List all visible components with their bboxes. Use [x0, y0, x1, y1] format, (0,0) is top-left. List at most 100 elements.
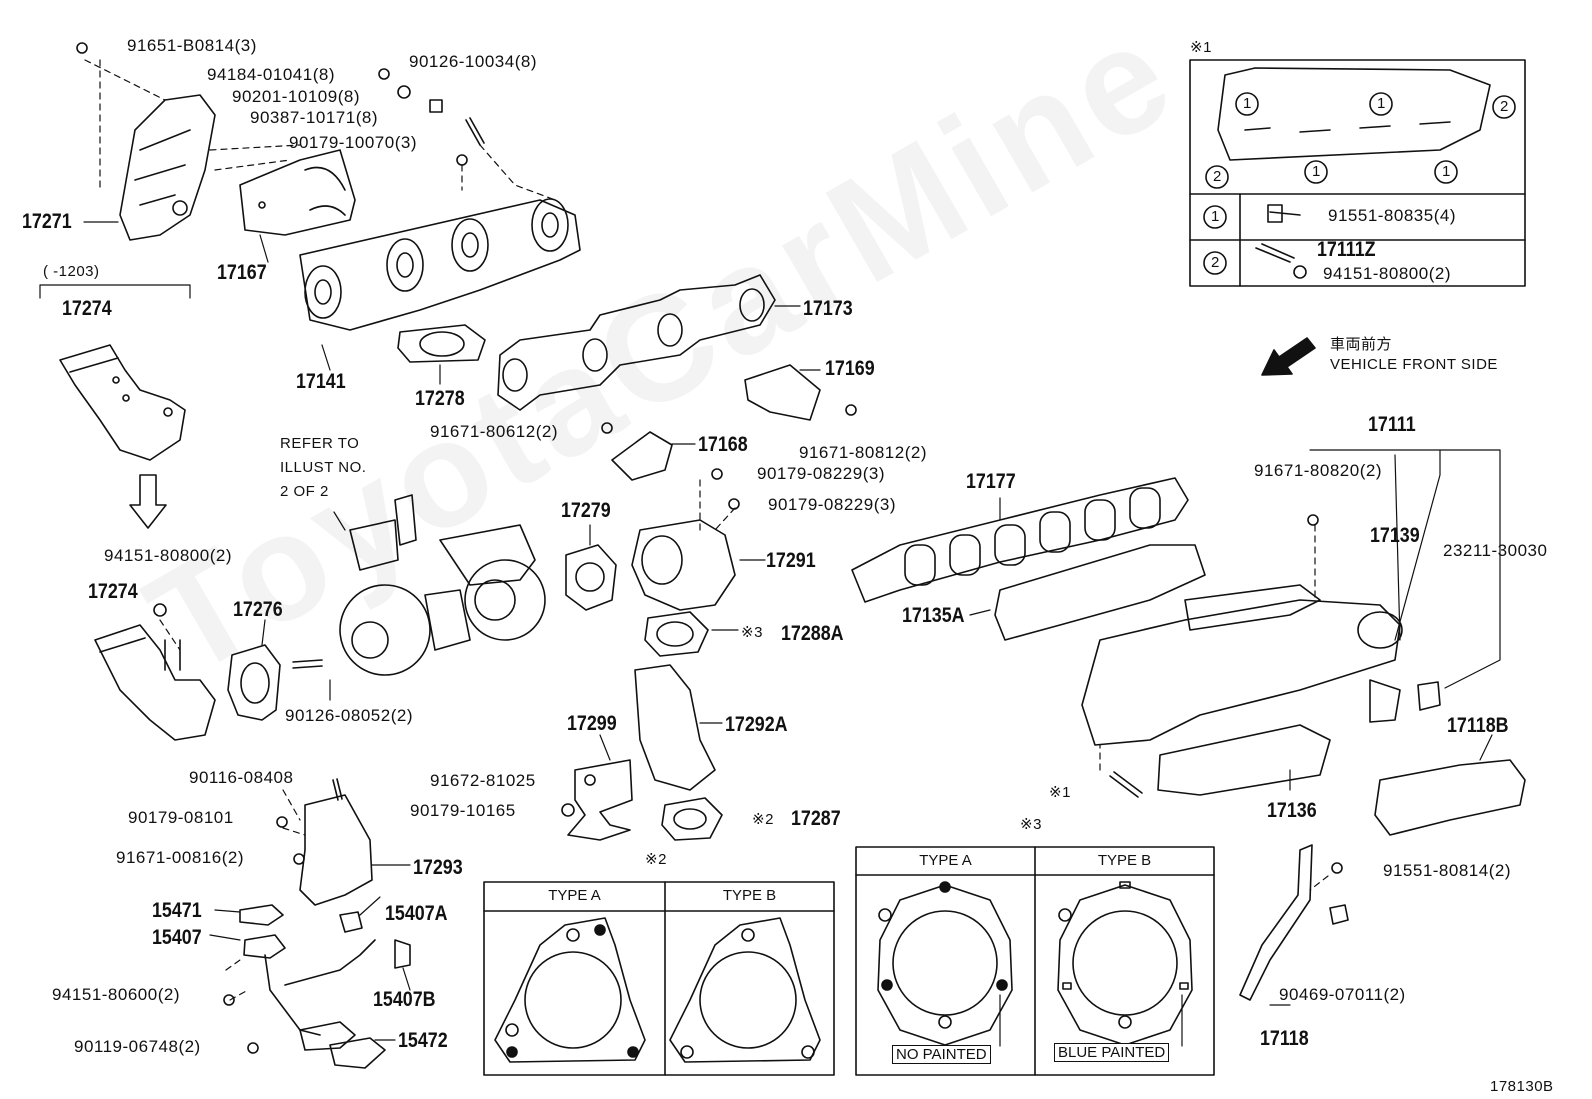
fastener-label: 94151-80800(2) — [104, 546, 232, 565]
fastener-glyphs — [76, 42, 1343, 1054]
mark-1: ※1 — [1049, 784, 1071, 801]
fastener-label: 94151-80800(2) — [1323, 264, 1451, 283]
circle-number: 1 — [1211, 208, 1220, 225]
part-label: 15407 — [152, 926, 202, 949]
fastener-label: 90469-07011(2) — [1279, 985, 1406, 1004]
part-label: 17299 — [567, 712, 617, 735]
part-label: 17278 — [415, 387, 465, 410]
fastener-label: 91671-80612(2) — [430, 422, 558, 441]
circle-number: 1 — [1442, 163, 1451, 180]
fastener-label: 90201-10109(8) — [232, 87, 360, 106]
fastener-label: 91551-80835(4) — [1328, 206, 1456, 225]
elbow-17274-upper-drawing — [59, 344, 186, 461]
part-label: 17139 — [1370, 524, 1420, 547]
detail-box-1 — [1189, 59, 1526, 287]
part-label: 17276 — [233, 598, 283, 621]
fastener-label: 90179-08229(3) — [757, 464, 885, 483]
fastener-label: 90387-10171(8) — [250, 108, 378, 127]
fastener-label: 91671-80812(2) — [799, 443, 927, 462]
gasket-17276-drawing — [227, 644, 281, 721]
bracket-17118B-drawing — [1374, 759, 1526, 836]
gasket-17279-drawing — [565, 544, 617, 611]
circle-number: 2 — [1213, 168, 1222, 185]
part-label: 17288A — [781, 622, 844, 645]
shield-17169-drawing — [744, 364, 821, 421]
part-label: 17271 — [22, 210, 72, 233]
bracket-17299-drawing — [567, 759, 633, 841]
fastener-label: 90119-06748(2) — [74, 1037, 201, 1056]
type-a-header: TYPE A — [548, 887, 601, 904]
mark-3: ※3 — [741, 624, 763, 641]
part-label: 17274 — [88, 580, 138, 603]
part-label: 17167 — [217, 261, 267, 284]
fastener-label: 94151-80600(2) — [52, 985, 180, 1004]
gasket-17287-drawing — [661, 797, 723, 841]
bracket-17293-drawing — [299, 794, 373, 906]
type-b-header: TYPE B — [722, 887, 777, 904]
intake-manifold-drawing — [1081, 584, 1403, 746]
mark-2: ※2 — [752, 811, 774, 828]
leader-lines — [84, 59, 1329, 1001]
bracket-17118-drawing — [1239, 844, 1313, 1001]
front-arrow-drawing — [1261, 337, 1316, 376]
elbow-17274-lower-drawing — [94, 624, 216, 741]
circle-number: 2 — [1211, 254, 1220, 271]
part-label: 17274 — [62, 297, 112, 320]
part-label: 17135A — [902, 604, 965, 627]
fastener-label: 90179-10070(3) — [289, 133, 417, 152]
sensor-23211-drawing — [1417, 681, 1441, 711]
part-label: 17291 — [766, 549, 816, 572]
gasket-17278-drawing — [397, 324, 486, 363]
shield-17168-drawing — [611, 431, 673, 481]
part-label: 17279 — [561, 499, 611, 522]
clip-drawing — [1329, 904, 1349, 925]
fastener-label: 91672-81025 — [430, 771, 536, 790]
no-painted-note: NO PAINTED — [892, 1045, 991, 1064]
fastener-label: 91551-80814(2) — [1383, 861, 1511, 880]
insulator-17135A-drawing — [994, 544, 1206, 641]
cover-17136-drawing — [1157, 724, 1331, 796]
front-side-en: VEHICLE FRONT SIDE — [1330, 356, 1498, 373]
type-a-header: TYPE A — [919, 852, 972, 869]
part-label: 15471 — [152, 899, 202, 922]
pipe-17292A-drawing — [634, 664, 716, 791]
bracket-17111 — [1309, 449, 1501, 689]
type-table-3 — [855, 846, 1215, 1076]
stud-drawing — [292, 659, 323, 669]
part-label: 15472 — [398, 1029, 448, 1052]
range-bracket — [39, 284, 191, 299]
fastener-label: 91651-B0814(3) — [127, 36, 257, 55]
part-label: 17111Z — [1317, 238, 1376, 261]
part-label: 17169 — [825, 357, 875, 380]
diagram-code: 178130B — [1490, 1078, 1554, 1095]
type-b-header: TYPE B — [1097, 852, 1152, 869]
part-label: 17287 — [791, 807, 841, 830]
part-label: 17168 — [698, 433, 748, 456]
exhaust-manifold-drawing — [299, 198, 581, 331]
circle-number: 1 — [1377, 95, 1386, 112]
fastener-label: 90179-08101 — [128, 808, 234, 827]
fastener-label: 90179-10165 — [410, 801, 516, 820]
down-arrow-drawing — [129, 474, 167, 529]
part-label: 17141 — [296, 370, 346, 393]
fastener-label: 91671-00816(2) — [116, 848, 244, 867]
mark-3: ※3 — [1020, 816, 1042, 833]
part-label: 17118B — [1447, 714, 1509, 737]
range-note: ( -1203) — [43, 263, 100, 280]
manifold-cover-drawing — [239, 149, 356, 236]
part-label: 17177 — [966, 470, 1016, 493]
gasket-17177-drawing — [851, 477, 1189, 603]
circle-number: 2 — [1500, 98, 1509, 115]
part-label: 17293 — [413, 856, 463, 879]
fastener-label: 23211-30030 — [1443, 541, 1548, 560]
part-label: 15407A — [385, 902, 448, 925]
part-label: 17111 — [1368, 413, 1416, 436]
part-label: 15407B — [373, 988, 436, 1011]
gasket-17288A-drawing — [644, 611, 709, 657]
heat-insulator-drawing — [119, 94, 216, 241]
housing-17291-drawing — [631, 519, 736, 611]
fastener-label: 90126-10034(8) — [409, 52, 537, 71]
fastener-label: 91671-80820(2) — [1254, 461, 1382, 480]
